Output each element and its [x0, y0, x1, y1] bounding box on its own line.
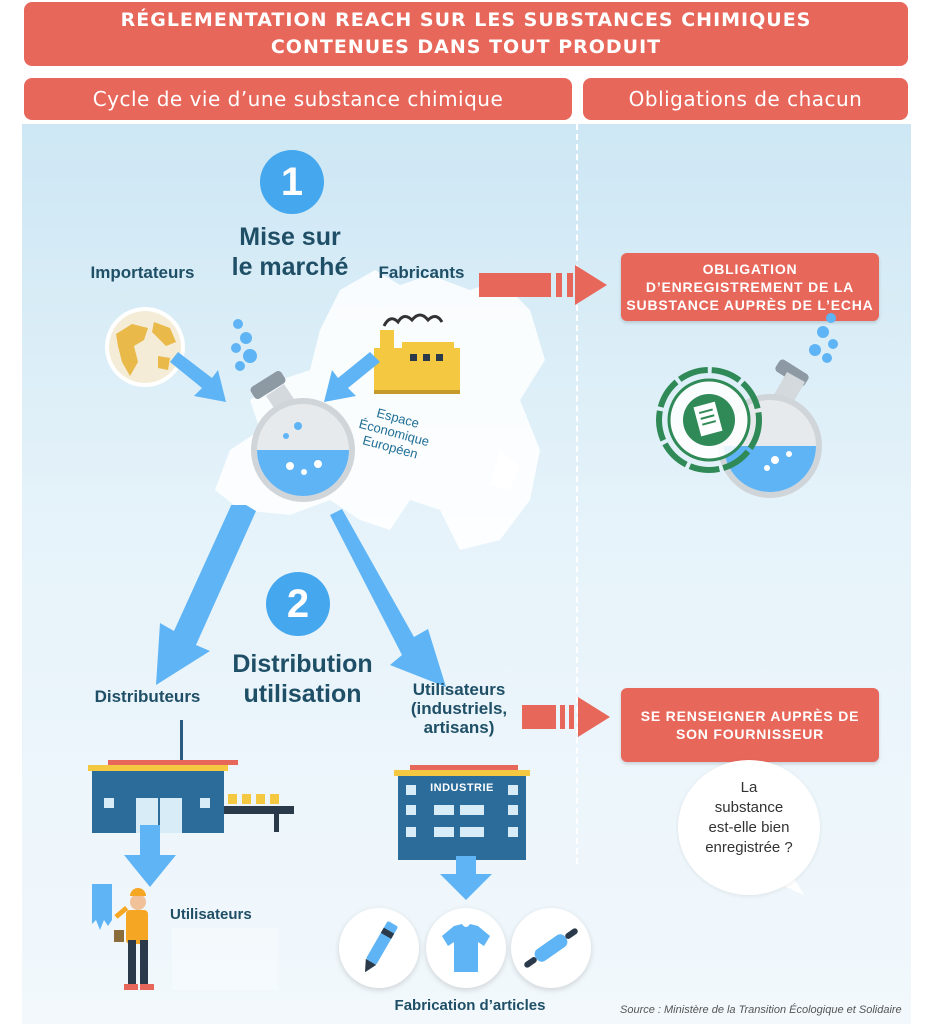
inquire-line-2: SON FOURNISSEUR [675, 726, 825, 742]
arrows-to-flask [170, 352, 380, 402]
store-icon [88, 720, 294, 833]
inquire-arrow [522, 697, 610, 737]
painter-icon [92, 884, 154, 990]
industry-building-graphic [394, 765, 530, 860]
question-bubble: La substance est-elle bien enregistrée ? [678, 760, 820, 895]
articles-label: Fabrication d’articles [394, 997, 546, 1014]
section-header-lifecycle: Cycle de vie d’une substance chimique [24, 78, 572, 120]
professional-users-line-3: artisans) [423, 718, 495, 737]
step-1-title: Mise sur le marché [215, 222, 365, 282]
registration-line-1: OBLIGATION [702, 261, 798, 277]
title-line-2: CONTENUES DANS TOUT PRODUIT [270, 36, 662, 58]
professional-users-line-2: (industriels, [410, 699, 508, 718]
tshirt-icon [442, 924, 490, 972]
inquire-line-1: SE RENSEIGNER AUPRÈS DE [640, 708, 860, 724]
factory-icon [374, 313, 460, 394]
registration-arrow [479, 265, 607, 305]
pen-article [339, 908, 419, 988]
professional-users-label: Utilisateurs (industriels, artisans) [392, 680, 526, 737]
distributors-label: Distributeurs [94, 687, 201, 706]
column-divider [576, 124, 578, 864]
pen-icon [365, 921, 398, 973]
end-users-label: Utilisateurs [170, 906, 252, 923]
step-2-title: Distribution utilisation [215, 649, 390, 709]
globe-icon [105, 307, 185, 387]
industry-sign: INDUSTRIE [430, 782, 494, 794]
registered-flask-illustration [656, 313, 838, 498]
source-note: Source : Ministère de la Transition Écol… [620, 1004, 902, 1016]
rolling-pin-article [511, 908, 591, 988]
rolling-pin-icon [524, 928, 578, 968]
registration-line-2: D’ENREGISTREMENT DE LA [645, 279, 855, 295]
step-1-title-line-1: Mise sur [239, 223, 341, 251]
step-1-title-line-2: le marché [231, 253, 349, 281]
stamp-icon [656, 367, 762, 473]
flask-icon [231, 319, 355, 502]
store-down-arrow [124, 825, 176, 887]
question-line-1: La [740, 779, 758, 796]
question-line-4: enregistrée ? [705, 839, 793, 856]
industry-down-arrow [440, 856, 492, 900]
question-line-3: est-elle bien [708, 819, 790, 836]
registration-line-3: SUBSTANCE AUPRÈS DE L’ECHA [626, 297, 874, 313]
step-1-badge: 1 [260, 150, 324, 214]
importers-label: Importateurs [90, 263, 195, 282]
industry-building-icon: INDUSTRIE [394, 765, 530, 860]
step-2-title-line-2: utilisation [243, 680, 362, 708]
inquire-obligation-box: SE RENSEIGNER AUPRÈS DE SON FOURNISSEUR [621, 688, 879, 762]
question-line-2: substance [714, 799, 784, 816]
infographic-title: RÉGLEMENTATION REACH SUR LES SUBSTANCES … [24, 2, 908, 66]
title-line-1: RÉGLEMENTATION REACH SUR LES SUBSTANCES … [120, 9, 812, 31]
end-users-placeholder-panel [172, 928, 278, 990]
manufacturers-label: Fabricants [378, 263, 465, 282]
tshirt-article [426, 908, 506, 988]
distribution-arrows [156, 505, 446, 687]
registration-obligation-box: OBLIGATION D’ENREGISTREMENT DE LA SUBSTA… [621, 253, 879, 321]
step-2-badge: 2 [266, 572, 330, 636]
section-header-obligations: Obligations de chacun [583, 78, 908, 120]
professional-users-line-1: Utilisateurs [412, 680, 506, 699]
step-2-title-line-1: Distribution [232, 650, 373, 678]
